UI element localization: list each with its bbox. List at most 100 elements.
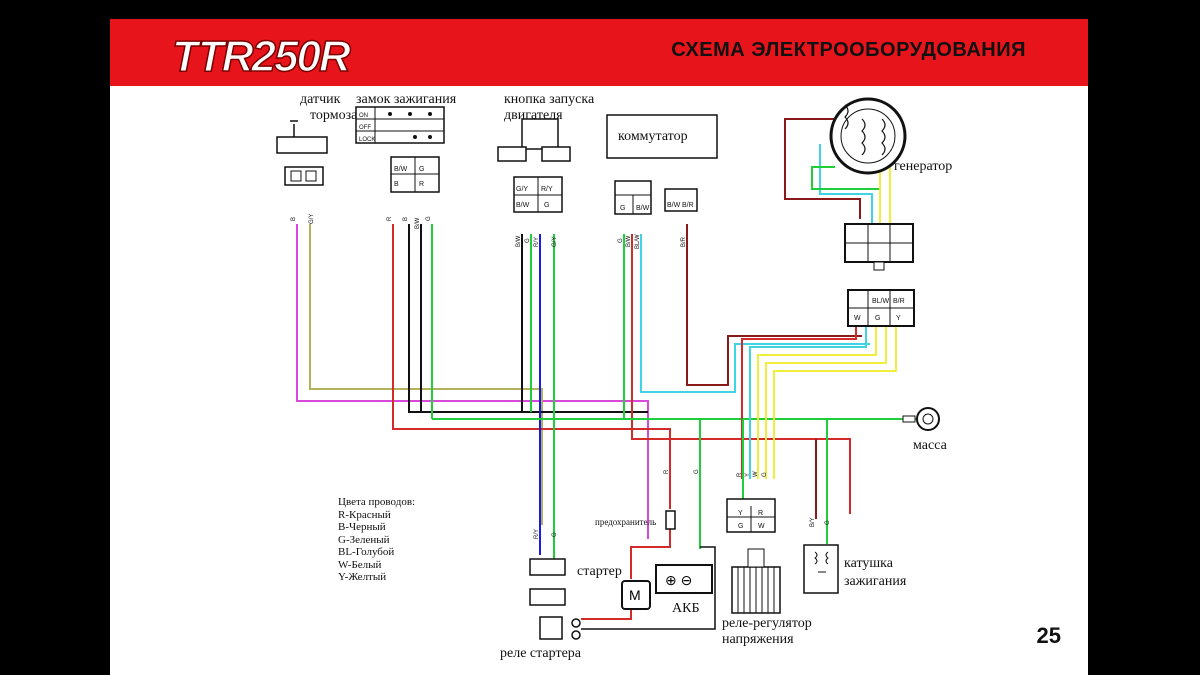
legend-item: W-Белый: [338, 558, 382, 571]
wiring-diagram: ON OFF LOCK B/W G B R G/Y R/Y B/W G: [276, 97, 940, 640]
pin-start-bw: B/W: [516, 202, 530, 209]
label-starter: стартер: [577, 564, 622, 579]
wl-ign-r: R: [387, 216, 393, 221]
legend-title: Цвета проводов:: [338, 496, 416, 508]
label-start-button-2: двигателя: [504, 108, 563, 123]
wire-black-ignition: [408, 224, 648, 413]
label-regulator-1: реле-регулятор: [722, 616, 812, 631]
wire-generator-green: [811, 166, 881, 224]
label-fuse: предохранитель: [595, 517, 657, 527]
wire-fuse-starter: [630, 529, 671, 579]
header-banner: TTR250R СХЕМА ЭЛЕКТРООБОРУДОВАНИЯ: [110, 19, 1088, 86]
battery: ⊕ ⊖: [655, 564, 713, 594]
wire-batt-neg: [581, 546, 716, 630]
wire-gen-red: [741, 324, 857, 479]
pin-reg-y: Y: [738, 510, 743, 517]
wl-com-g: G: [618, 238, 624, 243]
logo: TTR250R: [171, 31, 353, 79]
wl-st-ry: R/Y: [534, 237, 540, 247]
legend-item: BL-Голубой: [338, 546, 395, 558]
wl-com-br: B/R: [681, 236, 687, 247]
ground-ring: [902, 407, 940, 431]
wl-coil-g: G: [825, 520, 831, 525]
pin-com2-bw: B/W: [667, 202, 681, 209]
label-brake-sensor-1: датчик: [300, 92, 341, 107]
pin-start-ry: R/Y: [541, 186, 553, 193]
wire-color-legend: Цвета проводов: R-Красный B-Черный G-Зел…: [338, 496, 415, 584]
wl-rel-g: G: [552, 532, 558, 537]
pin-ign-bw: B/W: [394, 166, 408, 173]
pin-ign-g: G: [419, 166, 424, 173]
label-generator: генератор: [894, 159, 953, 174]
page-title: СХЕМА ЭЛЕКТРООБОРУДОВАНИЯ: [671, 39, 1026, 61]
generator-connector-bottom: BL/W B/R W G Y: [847, 289, 915, 327]
wl-st-bw: B/W: [516, 235, 522, 247]
svg-text:⊕ ⊖: ⊕ ⊖: [665, 572, 692, 588]
commutator: G B/W B/W B/R: [606, 114, 718, 215]
label-ground: масса: [913, 438, 947, 453]
lock-on-label: ON: [359, 113, 368, 119]
pin-start-gy: G/Y: [516, 186, 528, 193]
ignition-coil: [803, 544, 839, 594]
wire-gen-cyan: [749, 324, 867, 479]
label-ignition-coil-1: катушка: [844, 556, 893, 571]
legend-item: B-Черный: [338, 521, 386, 533]
lock-off-label: OFF: [359, 125, 371, 131]
wl-rel-ry: R/Y: [534, 529, 540, 539]
wire-starter-relay: [581, 609, 632, 620]
pin-gen-y: Y: [896, 315, 901, 322]
svg-text:M: M: [629, 587, 641, 603]
wl-ign-g: G: [426, 216, 432, 221]
brake-sensor: [276, 120, 328, 186]
wl-batt-r: R: [664, 469, 670, 474]
label-regulator-2: напряжения: [722, 632, 794, 647]
pin-gen-g: G: [875, 315, 880, 322]
wl-reg-r: R: [737, 472, 743, 477]
wl-coil-by: B/Y: [810, 517, 816, 527]
fuse: [665, 510, 676, 530]
wl-com-bw: B/W: [626, 235, 632, 247]
label-battery: АКБ: [672, 601, 700, 616]
wire-magenta: [296, 224, 649, 539]
pin-reg-w: W: [758, 523, 765, 530]
pin-ign-b: B: [394, 181, 399, 188]
wire-brown-commutator: [686, 224, 862, 386]
wire-generator-cyan: [819, 144, 873, 224]
page-number: 25: [1036, 623, 1061, 648]
generator: [829, 97, 907, 175]
wl-reg-w: W: [753, 471, 759, 477]
wl-ign-bw: B/W: [415, 217, 421, 229]
wl-brake-gy: G/Y: [309, 214, 315, 224]
wl-com-blw: BL/W: [635, 234, 641, 249]
legend-item: Y-Желтый: [338, 571, 387, 583]
pin-com2-br: B/R: [682, 202, 694, 209]
wl-reg-y: Y: [745, 473, 751, 477]
pin-reg-g: G: [738, 523, 743, 530]
wl-st-gy: G/Y: [552, 237, 558, 247]
logo-text: TTR250R: [172, 32, 351, 79]
wire-labels: B G/Y R B B/W G B/W G R/Y G/Y G B/W BL/W…: [291, 214, 831, 539]
legend-item: R-Красный: [338, 508, 391, 521]
label-starter-relay: реле стартера: [500, 646, 581, 661]
wl-ign-b: B: [403, 217, 409, 221]
label-ignition-coil-2: зажигания: [844, 574, 907, 589]
wl-reg-g: G: [762, 472, 768, 477]
wl-batt-g: G: [694, 469, 700, 474]
wire-olive: [309, 224, 543, 525]
pin-gen-w: W: [854, 315, 861, 322]
wl-brake-b: B: [291, 217, 297, 221]
start-button: G/Y R/Y B/W G: [497, 118, 571, 213]
wire-gen-yellow1: [757, 324, 877, 479]
pin-gen-blw: BL/W: [872, 298, 890, 305]
regulator-connector: Y R G W: [726, 498, 776, 533]
pin-ign-r: R: [419, 181, 424, 188]
wire-generator-brown: [784, 118, 861, 219]
label-ignition-lock: замок зажигания: [356, 92, 457, 107]
pin-com-g: G: [620, 205, 625, 212]
wl-st-g: G: [525, 238, 531, 243]
ignition-lock: ON OFF LOCK B/W G B R: [355, 106, 445, 193]
voltage-regulator: [731, 548, 781, 614]
legend-item: G-Зеленый: [338, 533, 390, 546]
lock-lock-label: LOCK: [359, 137, 375, 143]
slide: TTR250R СХЕМА ЭЛЕКТРООБОРУДОВАНИЯ: [110, 19, 1088, 675]
